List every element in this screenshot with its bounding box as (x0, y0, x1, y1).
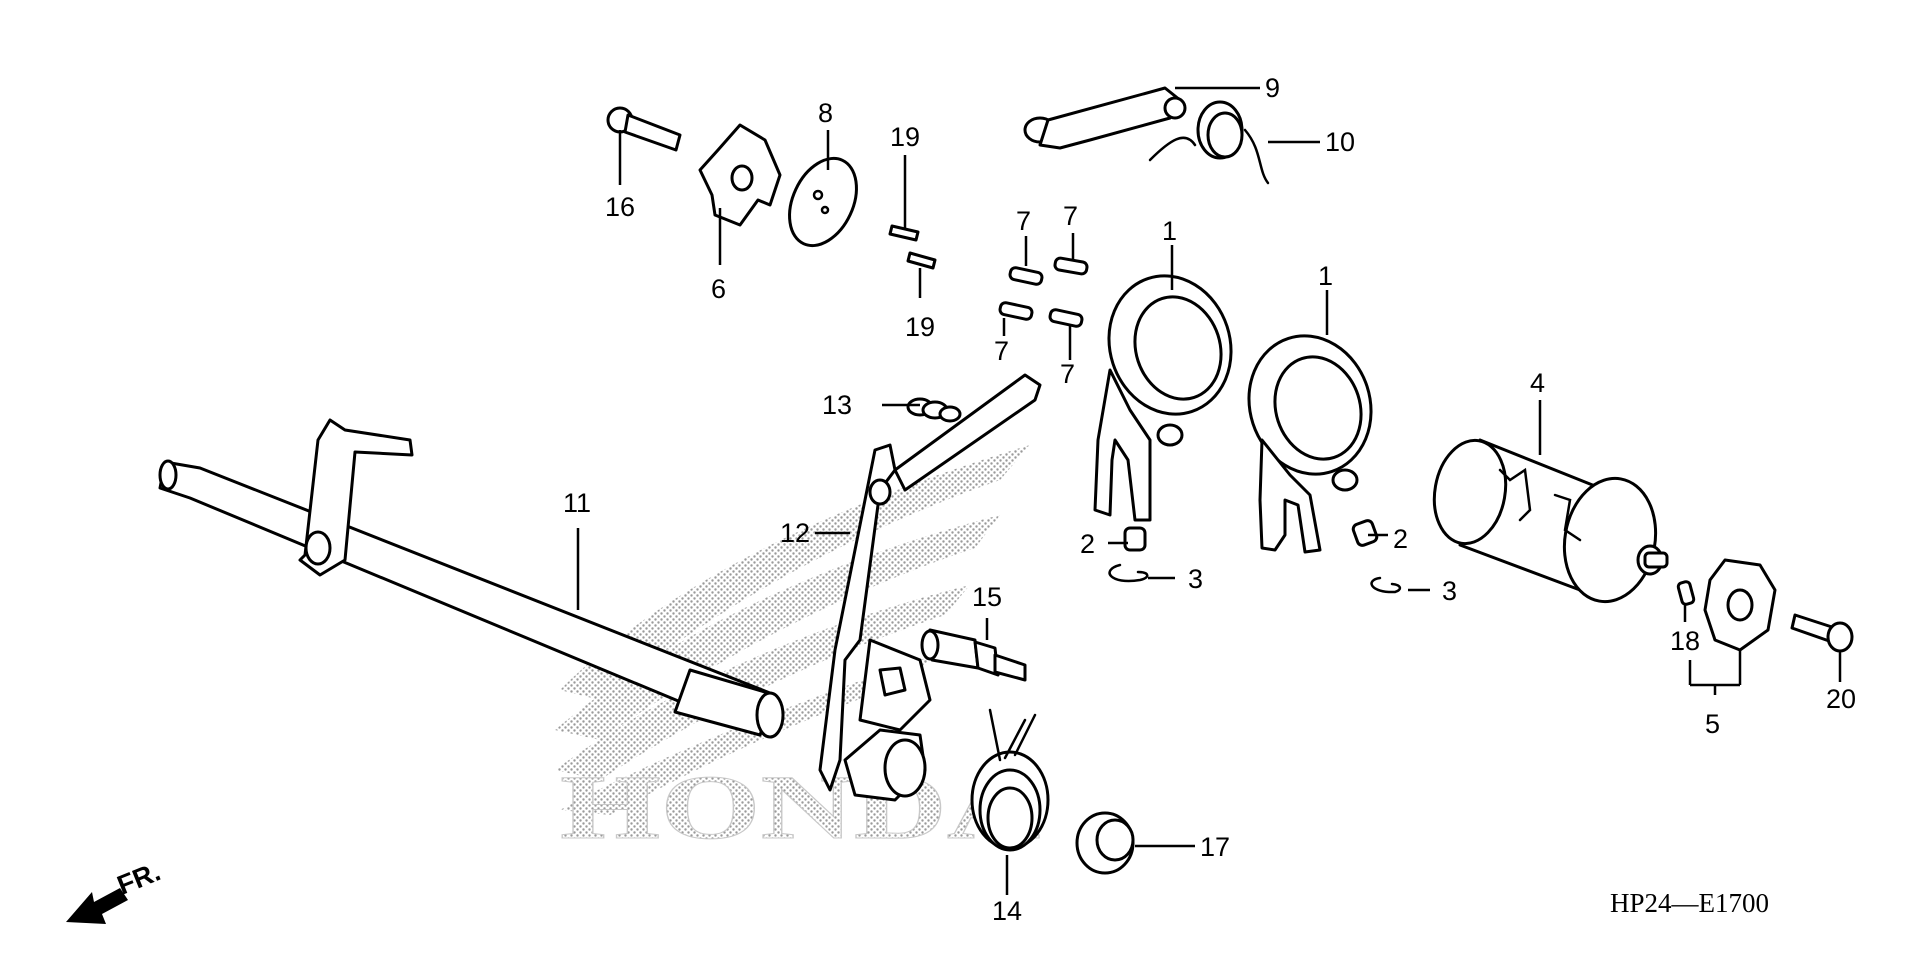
oil-seal (1075, 811, 1135, 875)
callout-8: 8 (818, 98, 833, 128)
front-label: FR. (113, 856, 165, 900)
callout-7-b: 7 (1063, 201, 1078, 231)
callout-15: 15 (972, 582, 1002, 612)
callout-17: 17 (1200, 832, 1230, 862)
bolt-20 (1790, 613, 1854, 653)
callout-16: 16 (605, 192, 635, 222)
shift-arm-spring (906, 397, 962, 423)
callout-5: 5 (1705, 709, 1720, 739)
shift-drum (1432, 438, 1669, 604)
callout-9: 9 (1265, 73, 1280, 103)
shift-drum-cam (1676, 558, 1777, 652)
guide-pins-7 (998, 256, 1089, 328)
gearshift-arm (818, 373, 1042, 802)
callout-18: 18 (1670, 626, 1700, 656)
callout-20: 20 (1826, 684, 1856, 714)
watermark-text: HONDA (560, 756, 1040, 858)
callouts: 1 1 2 2 3 3 4 5 6 7 7 7 7 8 9 10 11 12 1… (563, 73, 1856, 926)
gearshift-spindle (158, 418, 785, 739)
guide-plate (788, 156, 858, 248)
callout-7-d: 7 (1060, 359, 1075, 389)
leader-lines (576, 86, 1842, 895)
callout-19-b: 19 (905, 312, 935, 342)
shift-drum-center (698, 123, 782, 227)
bolt-16 (606, 106, 682, 152)
callout-1-right: 1 (1318, 261, 1333, 291)
arrow-left-icon (66, 888, 128, 924)
callout-12: 12 (780, 518, 810, 548)
callout-4: 4 (1530, 368, 1545, 398)
callout-11: 11 (563, 488, 591, 518)
callout-10: 10 (1325, 127, 1355, 157)
dowel-pins-19 (888, 224, 937, 270)
callout-14: 14 (992, 896, 1022, 926)
callout-13: 13 (822, 390, 852, 420)
stopper-spring (1148, 100, 1270, 185)
stopper-stud (920, 628, 1027, 682)
callout-3-right: 3 (1442, 576, 1457, 606)
diagram-code: HP24—E1700 (1610, 888, 1769, 918)
callout-2-right: 2 (1393, 524, 1408, 554)
callout-7-a: 7 (1016, 206, 1031, 236)
shift-fork-left (1093, 274, 1233, 522)
stopper-arm (1023, 86, 1187, 150)
callout-2-left: 2 (1080, 529, 1095, 559)
callout-19-a: 19 (890, 122, 920, 152)
front-direction-arrow: FR. (66, 856, 165, 924)
fork-pins-and-clips (1108, 519, 1402, 594)
return-spring (970, 708, 1050, 852)
callout-1-left: 1 (1162, 216, 1177, 246)
callout-7-c: 7 (994, 336, 1009, 366)
callout-6: 6 (711, 274, 726, 304)
shift-fork-right (1247, 334, 1373, 554)
callout-3-left: 3 (1188, 564, 1203, 594)
